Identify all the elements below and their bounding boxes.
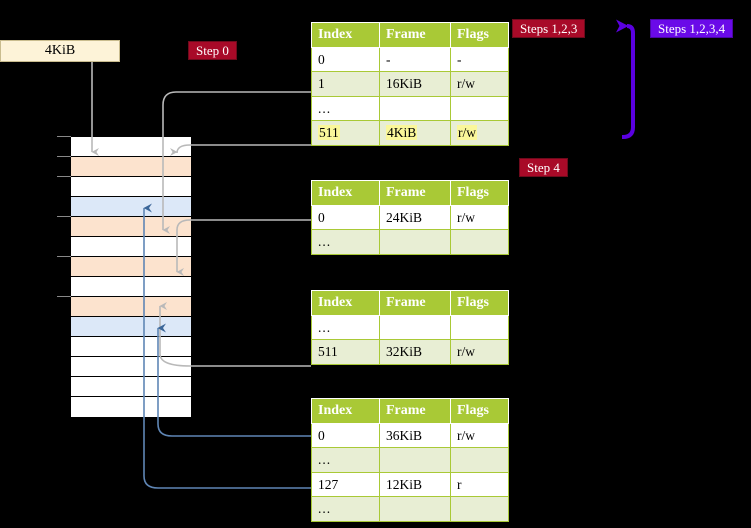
column-header-index: Index: [311, 180, 380, 206]
memory-row: [71, 277, 191, 297]
memory-row: [71, 317, 191, 337]
purple-bracket-arrow: [615, 19, 635, 139]
memory-row-tick: [57, 216, 71, 217]
cell-index: ...: [311, 95, 380, 122]
column-header-index: Index: [311, 290, 380, 316]
memory-row: [71, 137, 191, 157]
memory-row: [71, 357, 191, 377]
table-row: ...: [311, 229, 509, 255]
cell-index: ...: [311, 496, 380, 522]
size-label-box: 4KiB: [0, 40, 120, 62]
cell-frame: -: [379, 46, 451, 73]
cell-index: 0: [311, 204, 380, 231]
cell-index: 511: [311, 120, 380, 146]
badge-steps-1234: Steps 1,2,3,4: [650, 19, 734, 38]
memory-row: [71, 257, 191, 277]
cell-flags: [450, 95, 509, 122]
cell-index: 1: [311, 71, 380, 97]
cell-index: 0: [311, 422, 380, 449]
connector-table0-row511: [170, 144, 311, 156]
connector-table1-row0: [176, 219, 311, 276]
memory-row: [71, 297, 191, 317]
column-header-flags: Flags: [450, 290, 509, 316]
memory-row: [71, 377, 191, 397]
badge-step-4: Step 4: [519, 158, 568, 177]
cell-flags: r/w: [450, 204, 509, 231]
memory-row-tick: [57, 296, 71, 297]
cell-flags: r/w: [450, 120, 509, 146]
table-row: ...: [311, 496, 509, 522]
cell-frame: [379, 496, 451, 522]
badge-step-0: Step 0: [188, 41, 237, 60]
memory-row: [71, 237, 191, 257]
size-label-text: 4KiB: [44, 43, 76, 58]
cell-index: 127: [311, 471, 380, 498]
column-header-frame: Frame: [379, 290, 451, 316]
table-row: ...: [311, 314, 509, 341]
memory-row-tick: [57, 156, 71, 157]
cell-flags: r: [450, 471, 509, 498]
cell-frame: 24KiB: [379, 204, 451, 231]
cell-flags: [450, 229, 509, 255]
cell-index: 0: [311, 46, 380, 73]
memory-row: [71, 217, 191, 237]
cell-frame: [379, 314, 451, 341]
cell-flags: [450, 447, 509, 473]
memory-row-tick: [57, 176, 71, 177]
cell-frame: 16KiB: [379, 71, 451, 97]
memory-row: [71, 157, 191, 177]
cell-frame: 36KiB: [379, 422, 451, 449]
cell-frame: 32KiB: [379, 339, 451, 365]
column-header-index: Index: [311, 398, 380, 424]
table-row: ...: [311, 447, 509, 473]
column-header-frame: Frame: [379, 180, 451, 206]
cell-index: 511: [311, 339, 380, 365]
column-header-flags: Flags: [450, 180, 509, 206]
cell-flags: -: [450, 46, 509, 73]
column-header-flags: Flags: [450, 22, 509, 48]
column-header-index: Index: [311, 22, 380, 48]
badge-steps-123: Steps 1,2,3: [512, 19, 586, 38]
cell-index: ...: [311, 314, 380, 341]
cell-index: ...: [311, 229, 380, 255]
column-header-frame: Frame: [379, 22, 451, 48]
column-header-flags: Flags: [450, 398, 509, 424]
cell-flags: [450, 496, 509, 522]
cell-frame: 12KiB: [379, 471, 451, 498]
cell-index: ...: [311, 447, 380, 473]
cell-frame: [379, 447, 451, 473]
memory-row-tick: [57, 136, 71, 137]
cell-frame: [379, 229, 451, 255]
cell-flags: r/w: [450, 339, 509, 365]
memory-row: [71, 397, 191, 417]
table-row: ...: [311, 95, 509, 122]
cell-frame: 4KiB: [379, 120, 451, 146]
memory-row: [71, 197, 191, 217]
memory-row: [71, 177, 191, 197]
memory-row: [71, 337, 191, 357]
memory-row-tick: [57, 256, 71, 257]
column-header-frame: Frame: [379, 398, 451, 424]
table-row: 0--: [311, 46, 509, 73]
cell-flags: [450, 314, 509, 341]
cell-frame: [379, 95, 451, 122]
memory-block: [70, 136, 191, 417]
cell-flags: r/w: [450, 422, 509, 449]
cell-flags: r/w: [450, 71, 509, 97]
